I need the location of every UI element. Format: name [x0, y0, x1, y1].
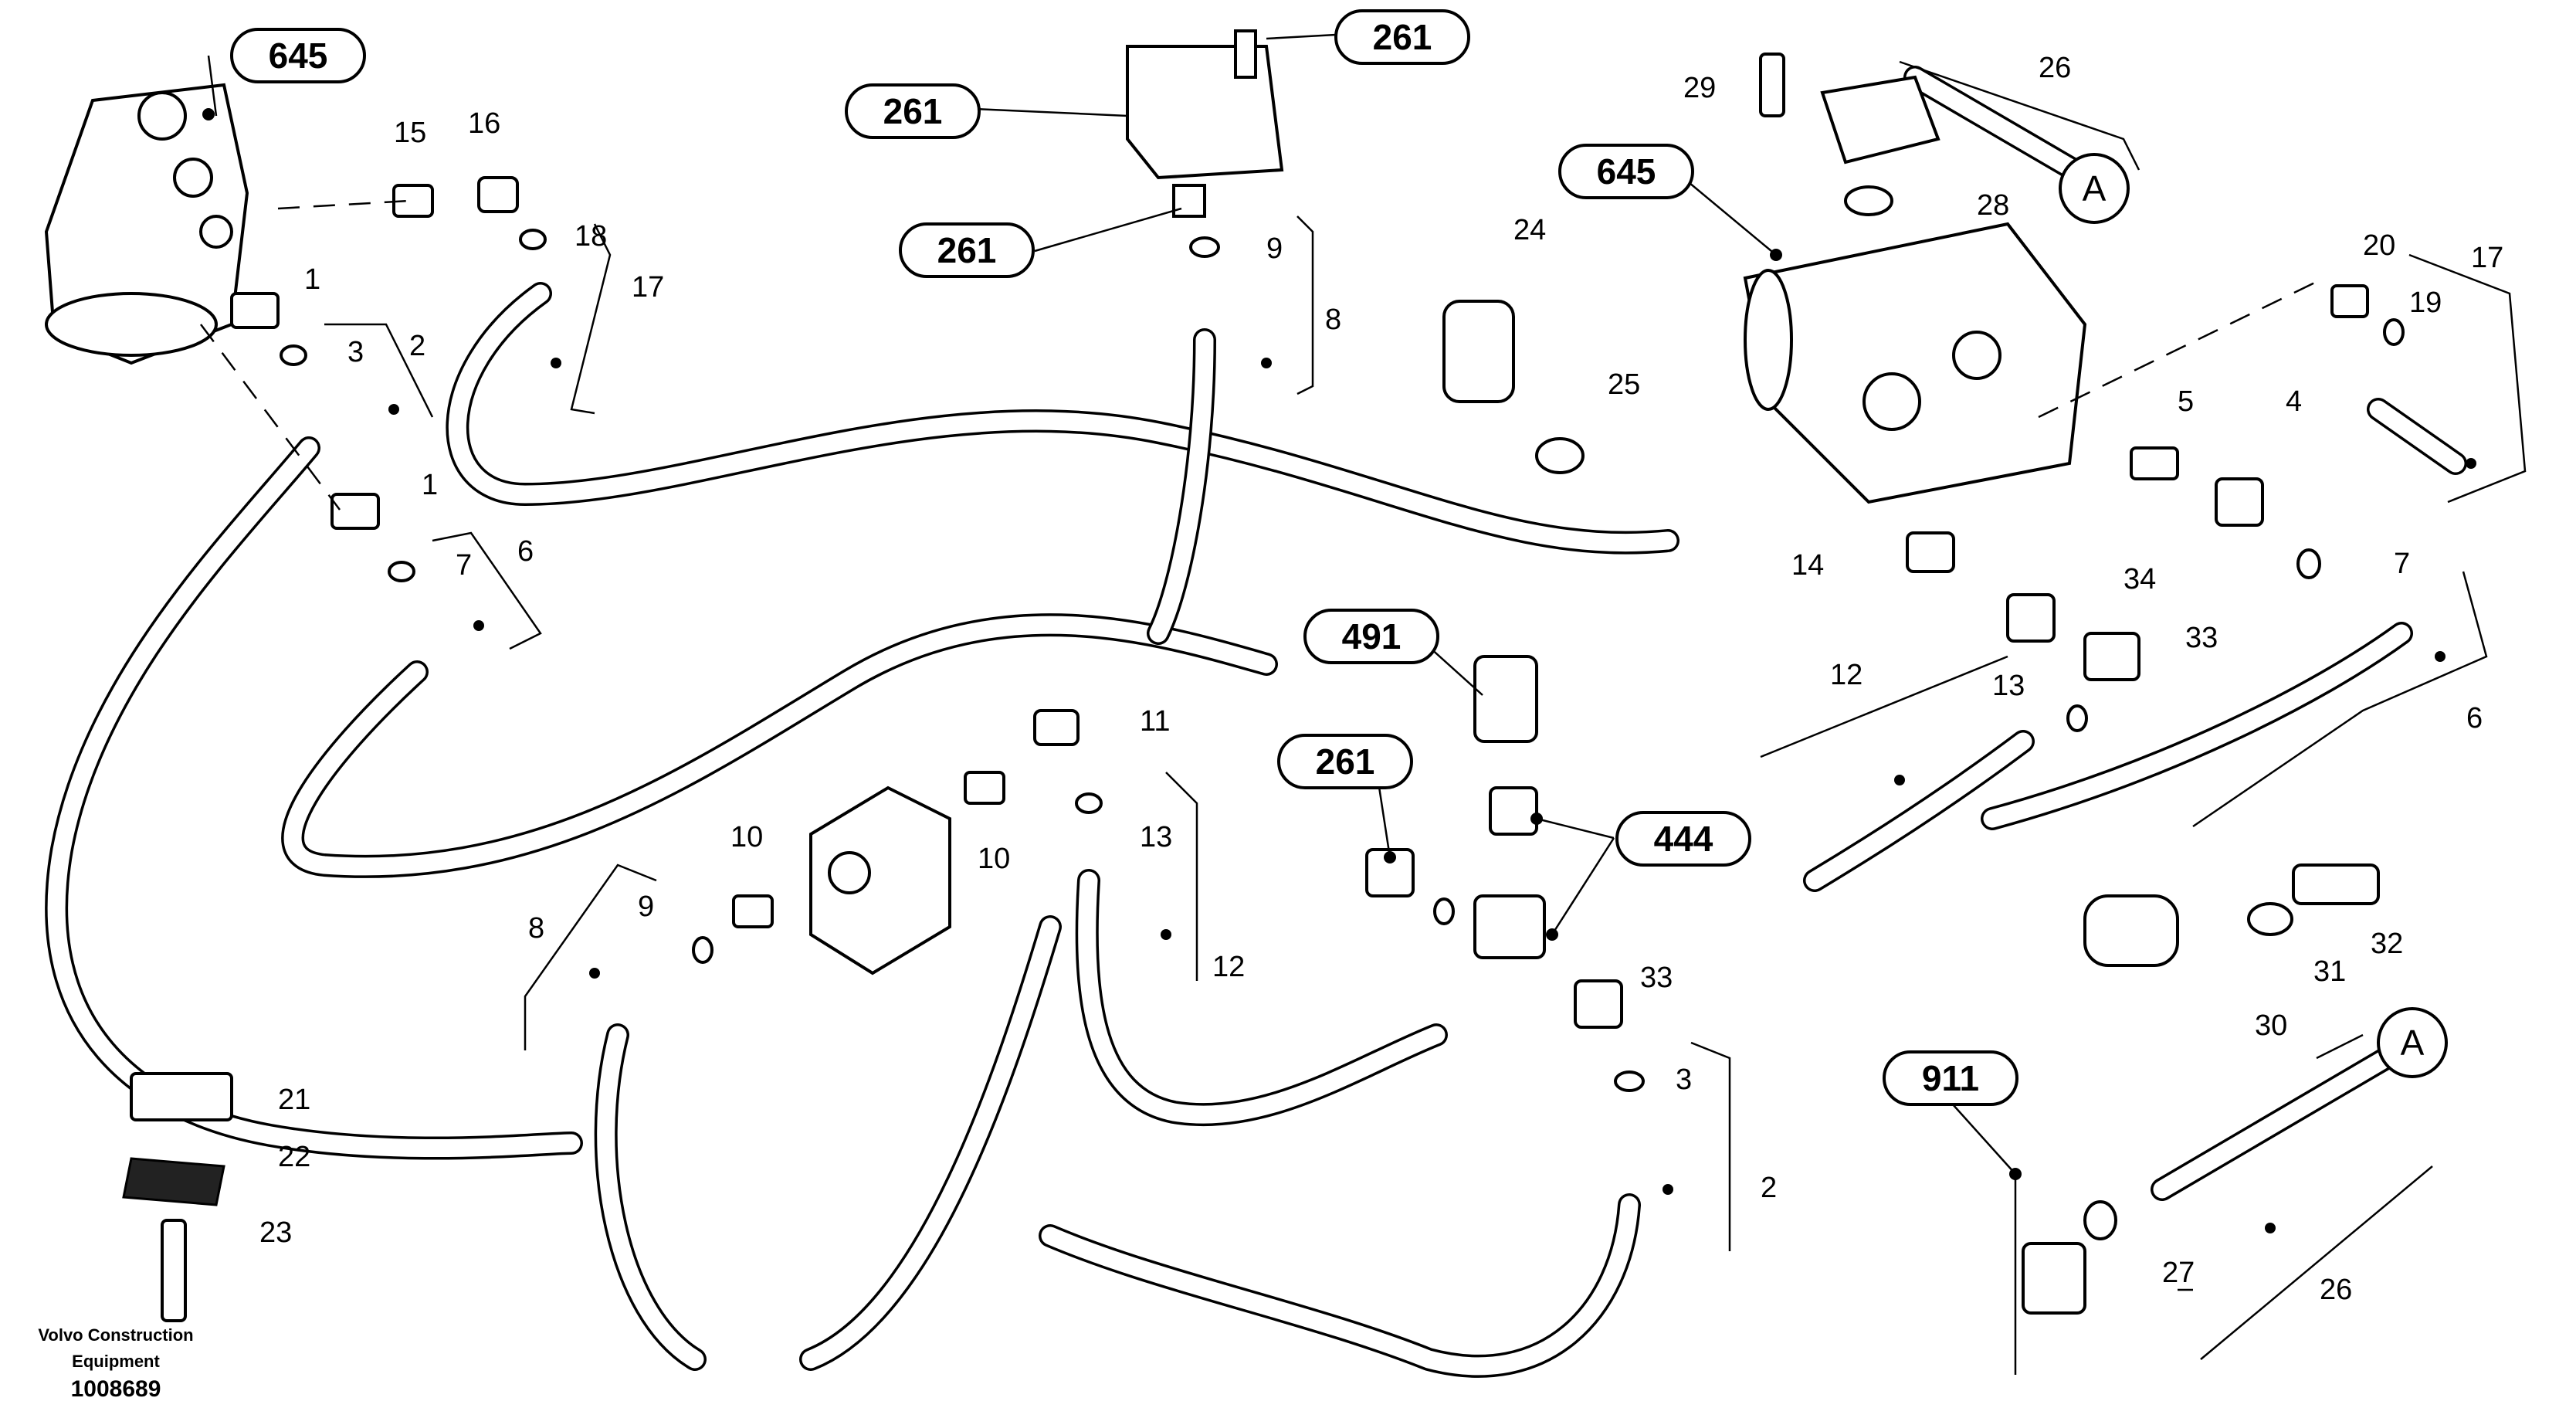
- o-rings: [280, 185, 2405, 1240]
- drawing-number: 1008689: [71, 1376, 161, 1402]
- callout-645-steering: 645: [230, 28, 366, 83]
- label-5: 5: [2178, 385, 2194, 418]
- footer-company: Volvo Construction: [38, 1325, 193, 1345]
- hose-lines: [45, 66, 2467, 1378]
- steering-unit-645: [44, 83, 249, 365]
- label-21: 21: [278, 1084, 310, 1116]
- label-3: 3: [347, 336, 364, 368]
- label-32: 32: [2371, 928, 2403, 960]
- label-16: 16: [468, 107, 500, 140]
- label-2: 2: [1761, 1172, 1777, 1204]
- footer-attribution: Volvo Construction Equipment 1008689: [38, 1325, 193, 1402]
- hydraulic-pump-645: [1743, 222, 2087, 504]
- fittings: [122, 53, 2380, 1322]
- callout-911: 911: [1883, 1050, 2018, 1106]
- callout-a-bottom: A: [2377, 1007, 2448, 1078]
- label-7: 7: [2394, 548, 2410, 580]
- valve-block: [809, 785, 951, 975]
- label-26: 26: [2320, 1274, 2352, 1306]
- label-31: 31: [2313, 955, 2346, 988]
- label-20: 20: [2363, 229, 2395, 262]
- label-17: 17: [632, 271, 664, 304]
- callout-491: 491: [1303, 609, 1439, 664]
- svg-text:261: 261: [937, 230, 997, 270]
- label-9: 9: [1266, 232, 1283, 265]
- label-9: 9: [638, 891, 654, 923]
- svg-text:911: 911: [1922, 1058, 1979, 1098]
- label-28: 28: [1977, 189, 2009, 222]
- label-11: 11: [1140, 705, 1170, 738]
- footer-company-line2: Equipment: [72, 1352, 160, 1371]
- svg-text:491: 491: [1342, 616, 1402, 657]
- svg-text:A: A: [2401, 1023, 2425, 1063]
- label-14: 14: [1791, 549, 1824, 582]
- label-25: 25: [1608, 368, 1640, 401]
- svg-text:261: 261: [1316, 741, 1375, 782]
- label-13: 13: [1992, 670, 2025, 702]
- label-19: 19: [2409, 287, 2442, 319]
- label-15: 15: [394, 117, 426, 149]
- svg-text:444: 444: [1654, 819, 1713, 859]
- center-lines: [200, 199, 2325, 511]
- label-4: 4: [2286, 385, 2302, 418]
- label-17: 17: [2471, 242, 2503, 274]
- label-29: 29: [1683, 72, 1716, 104]
- svg-text:261: 261: [883, 91, 943, 131]
- part-number-labels: 15 16 18 17 1 3 2 1 7 6 9 8 24 25 29 26 …: [259, 52, 2503, 1306]
- label-12: 12: [1212, 951, 1245, 983]
- callout-261-middle: 261: [1277, 734, 1413, 789]
- label-2: 2: [409, 330, 425, 362]
- hydraulic-pump-261: [1126, 29, 1284, 218]
- label-13: 13: [1140, 821, 1172, 853]
- svg-text:261: 261: [1373, 17, 1432, 57]
- callout-label: 645: [269, 36, 328, 76]
- label-10: 10: [730, 821, 763, 853]
- label-33: 33: [1640, 962, 1673, 994]
- label-18: 18: [575, 220, 607, 253]
- callout-261-left: 261: [845, 83, 981, 139]
- label-8: 8: [528, 912, 544, 945]
- callout-a-top: A: [2059, 153, 2130, 224]
- callout-261-lower: 261: [899, 222, 1035, 278]
- callout-444: 444: [1615, 811, 1751, 867]
- label-30: 30: [2255, 1009, 2287, 1042]
- callout-261-top: 261: [1334, 9, 1470, 65]
- label-24: 24: [1513, 214, 1546, 246]
- label-8: 8: [1325, 304, 1341, 336]
- label-12: 12: [1830, 659, 1863, 691]
- label-22: 22: [278, 1141, 310, 1173]
- svg-text:645: 645: [1597, 151, 1656, 192]
- label-10: 10: [978, 843, 1010, 875]
- label-6: 6: [517, 535, 534, 568]
- label-27: 27: [2162, 1257, 2195, 1289]
- label-1: 1: [304, 263, 320, 296]
- label-3: 3: [1676, 1064, 1692, 1096]
- label-26: 26: [2039, 52, 2071, 84]
- label-6: 6: [2466, 702, 2483, 735]
- label-34: 34: [2124, 563, 2156, 595]
- label-23: 23: [259, 1216, 292, 1249]
- leader-dots: [202, 108, 2476, 1233]
- callout-645-pump: 645: [1558, 144, 1694, 199]
- svg-text:A: A: [2083, 168, 2107, 209]
- label-7: 7: [456, 549, 472, 582]
- label-33: 33: [2185, 622, 2218, 654]
- label-1: 1: [422, 469, 438, 501]
